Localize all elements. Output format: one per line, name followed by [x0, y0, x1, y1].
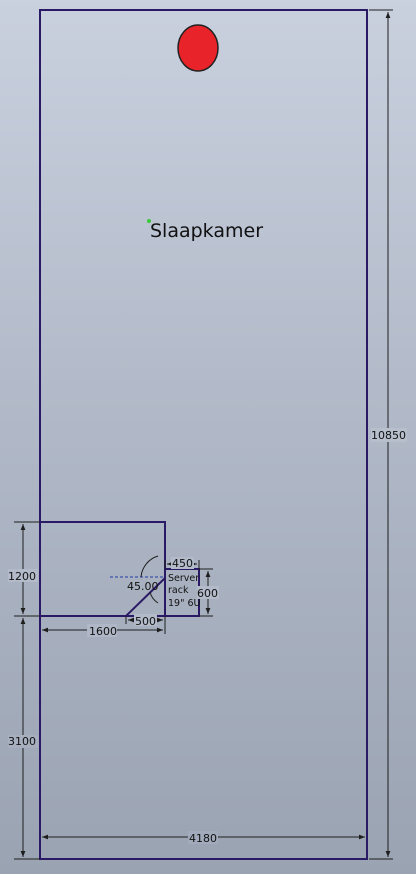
dim-lower-wall-bg	[8, 735, 38, 748]
rack-label-line1: Server	[168, 573, 199, 584]
dim-total-width-bg	[188, 831, 218, 844]
rack-label-line2: rack	[168, 585, 189, 596]
dim-rack-width-text: 450	[172, 557, 193, 570]
dim-total-height-bg	[371, 428, 407, 442]
alcove-outline	[40, 521, 166, 617]
dim-total-width-text: 4180	[189, 832, 217, 845]
rack-label-line3: 19" 6U	[168, 598, 201, 609]
dim-rack-depth-text: 600	[197, 587, 218, 600]
dim-alcove-height-bg	[8, 569, 38, 582]
dim-offset-text: 500	[135, 615, 156, 628]
dim-total-height-text: 10850	[371, 429, 406, 442]
dim-alcove-width-bg	[87, 624, 117, 637]
angle-text: 45.00	[127, 580, 159, 593]
dim-alcove-width-text: 1600	[89, 625, 117, 638]
dim-alcove-height-text: 1200	[8, 570, 36, 583]
marker-circle	[177, 24, 219, 72]
room-outline	[39, 9, 368, 860]
dim-rack-depth-bg	[197, 586, 219, 599]
dim-rack-width-bg	[171, 557, 194, 569]
angle-arc	[140, 555, 159, 578]
room-label: Slaapkamer	[150, 220, 263, 242]
dim-offset-bg	[134, 614, 157, 626]
sketch-point	[147, 219, 151, 223]
angle-arc-lower	[149, 591, 159, 604]
dim-lower-wall-text: 3100	[8, 735, 36, 748]
rack-diagonal	[125, 577, 166, 617]
